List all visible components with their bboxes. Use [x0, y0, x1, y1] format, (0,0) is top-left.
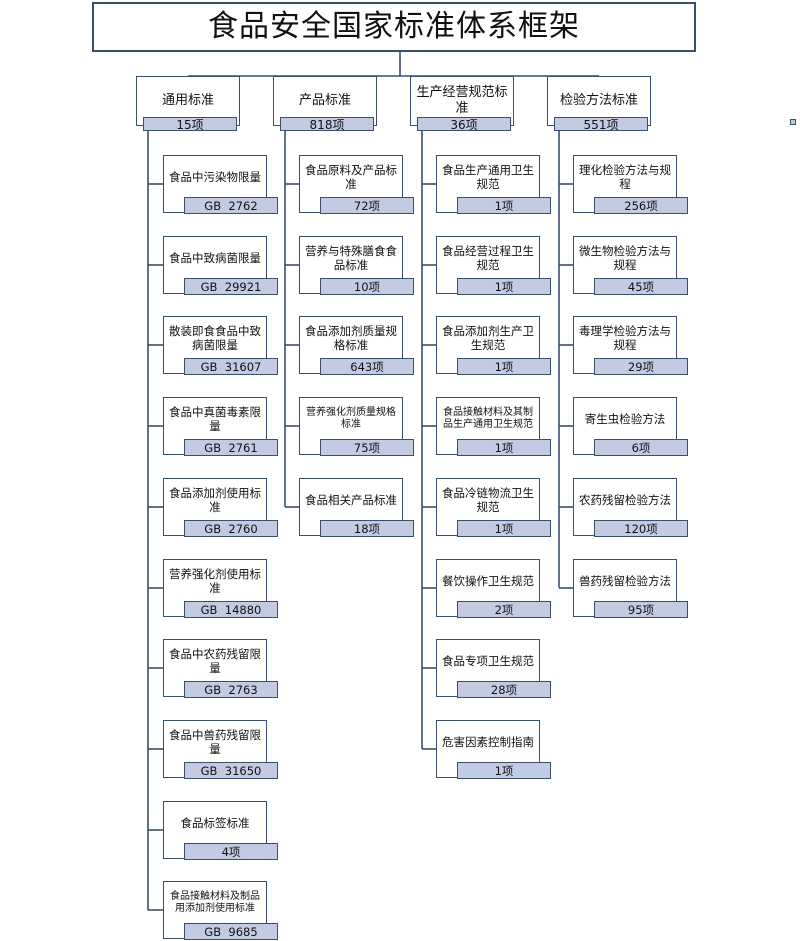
standard-code-badge: GB 29921 — [184, 278, 278, 295]
standard-code-badge: GB 31650 — [184, 762, 278, 779]
standard-code-badge: GB 2761 — [184, 439, 278, 456]
standard-code-badge: 1项 — [457, 520, 551, 537]
standard-code-badge: 72项 — [320, 197, 414, 214]
standard-code-badge: 1项 — [457, 439, 551, 456]
category-count-badge: 818项 — [280, 117, 374, 132]
standard-code-badge: GB 14880 — [184, 601, 278, 618]
standard-code-badge: GB 2762 — [184, 197, 278, 214]
standard-item-box: 餐饮操作卫生规范 — [436, 559, 540, 617]
standard-code-badge: 6项 — [594, 439, 688, 456]
standard-item-box: 食品添加剂质量规格标准 — [299, 316, 403, 374]
standard-code-badge: 18项 — [320, 520, 414, 537]
standard-code-badge: 256项 — [594, 197, 688, 214]
standard-code-badge: 120项 — [594, 520, 688, 537]
standard-code-badge: 1项 — [457, 762, 551, 779]
standard-code-badge: 643项 — [320, 358, 414, 375]
standard-code-badge: 4项 — [184, 843, 278, 860]
standard-code-badge: 1项 — [457, 358, 551, 375]
standard-item-box: 食品中致病菌限量 — [163, 236, 267, 294]
standard-code-badge: 75项 — [320, 439, 414, 456]
standard-code-badge: GB 9685 — [184, 923, 278, 940]
standard-code-badge: GB 31607 — [184, 358, 278, 375]
category-count-badge: 551项 — [554, 117, 648, 132]
standard-code-badge: 29项 — [594, 358, 688, 375]
standard-code-badge: 45项 — [594, 278, 688, 295]
standard-code-badge: GB 2763 — [184, 681, 278, 698]
standard-code-badge: 2项 — [457, 601, 551, 618]
category-count-badge: 36项 — [417, 117, 511, 132]
standard-code-badge: 1项 — [457, 197, 551, 214]
standard-code-badge: 10项 — [320, 278, 414, 295]
standard-code-badge: 1项 — [457, 278, 551, 295]
resize-handle-icon — [790, 119, 796, 125]
diagram-title: 食品安全国家标准体系框架 — [92, 2, 696, 52]
standard-code-badge: 28项 — [457, 681, 551, 698]
standard-code-badge: 95项 — [594, 601, 688, 618]
standard-code-badge: GB 2760 — [184, 520, 278, 537]
category-count-badge: 15项 — [143, 117, 237, 132]
